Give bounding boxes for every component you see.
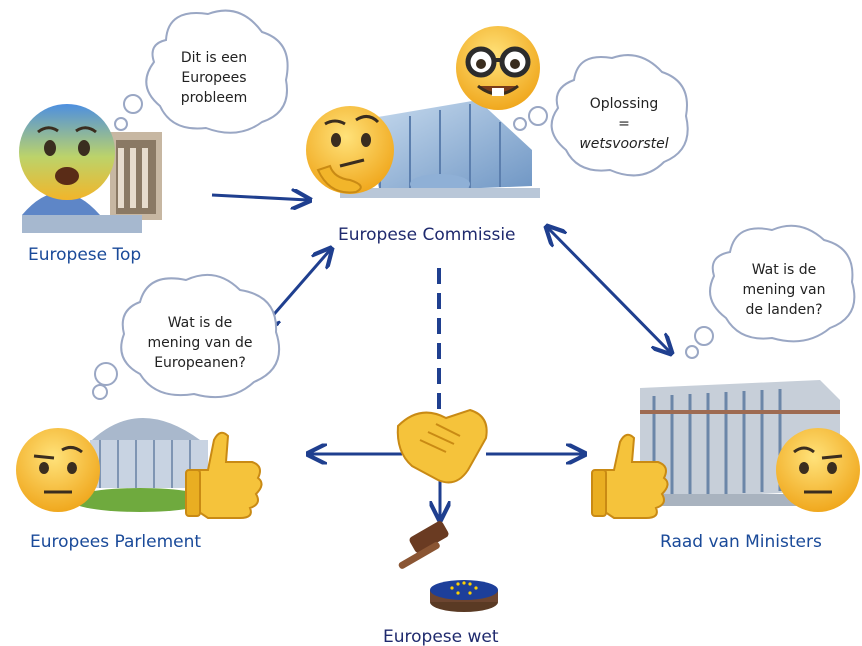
arrow-commission-council [548,228,670,352]
arrow-top-to-commission [211,195,308,200]
node-europees-parlement: Wat is de mening van de Europeanen? Euro… [16,273,281,552]
fearful-face-icon [19,104,115,200]
raised-eyebrow-face-icon [776,428,860,512]
thought-bubble-parliament [92,273,281,400]
nerd-face-icon [456,26,540,110]
handshake-icon [396,408,488,484]
top-thought-line1: Dit is een [181,50,247,66]
council-thought-line2: mening van [743,282,826,298]
label-europese-commissie: Europese Commissie [338,225,516,245]
node-raad-van-ministers: Wat is de mening van de landen? Raad van… [591,224,860,552]
node-europese-commissie: Oplossing = wetsvoorstel Europese Commis… [306,26,689,245]
parliament-thought-line3: Europeanen? [154,355,246,371]
top-thought-line2: Europees [181,70,246,86]
building-icon [340,100,540,198]
parliament-thought-line1: Wat is de [168,315,233,331]
label-raad-van-ministers: Raad van Ministers [660,532,822,552]
label-europese-wet: Europese wet [383,627,499,646]
label-europese-top: Europese Top [28,245,141,265]
commission-thought-line2: = [618,116,630,132]
building-icon [22,132,162,233]
thumbs-up-icon [185,431,263,519]
raised-eyebrow-face-icon [16,428,100,512]
council-thought-line3: de landen? [745,302,822,318]
council-thought-line1: Wat is de [752,262,817,278]
node-europese-top: Dit is een Europees probleem Europese To… [19,9,289,265]
parliament-thought-line2: mening van de [148,335,253,351]
top-thought-line3: probleem [181,90,248,106]
label-europees-parlement: Europees Parlement [30,532,201,552]
commission-thought-line1: Oplossing [590,96,659,112]
commission-thought-line3: wetsvoorstel [579,136,668,152]
thought-bubble-top [114,9,289,134]
arrows [211,195,670,518]
thought-bubble-commission [513,54,689,177]
eu-flag-icon [430,580,498,612]
gavel-icon [398,521,449,569]
thumbs-up-icon [591,433,669,519]
thinking-face-icon [306,106,394,194]
thought-bubble-council [685,224,856,359]
node-europese-wet: Europese wet [383,521,499,646]
